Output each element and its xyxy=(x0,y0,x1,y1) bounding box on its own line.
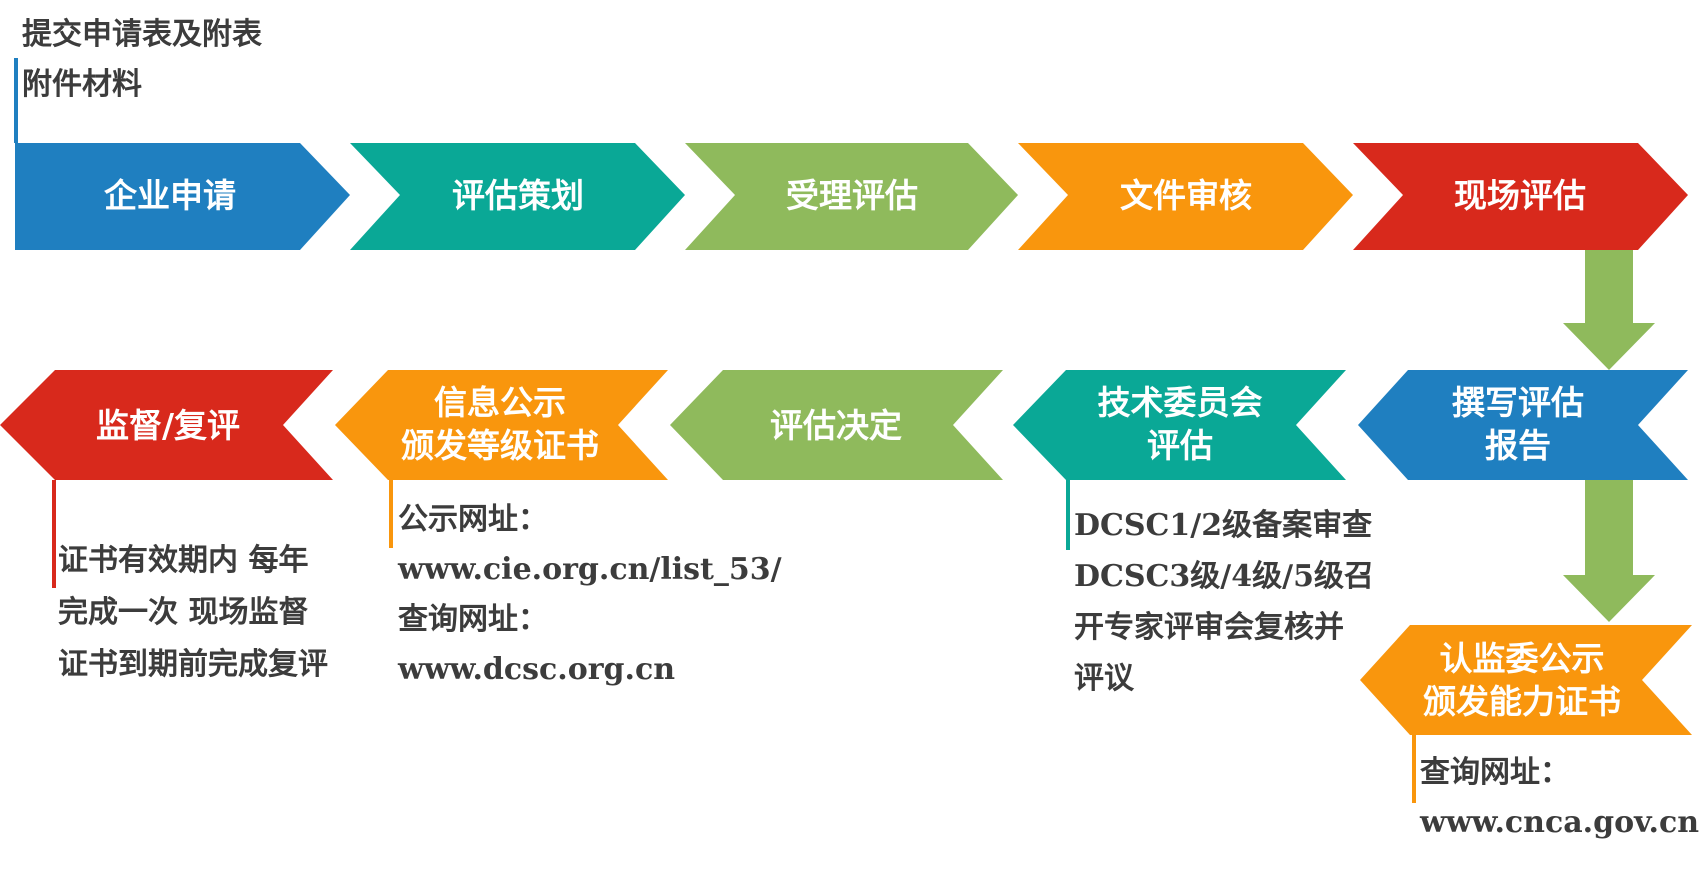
step-label: 认监委公示 xyxy=(1440,639,1605,678)
note-line: 查询网址： xyxy=(398,602,548,637)
note-line: 公示网址： xyxy=(398,502,548,537)
step-label: 评估 xyxy=(1147,426,1213,465)
step-technical-committee: 技术委员会 评估 xyxy=(1013,370,1346,480)
step-write-report: 撰写评估 报告 xyxy=(1358,370,1688,480)
step-arrow-shape xyxy=(1013,370,1346,480)
supervision-note: 证书有效期内 每年 完成一次 现场监督 证书到期前完成复评 xyxy=(58,535,328,691)
note-line: DCSC3级/4级/5级召 xyxy=(1074,559,1374,594)
cnca-note: 查询网址： www.cnca.gov.cn xyxy=(1420,748,1699,848)
note-line: 附件材料 xyxy=(22,67,142,102)
step-label: 企业申请 xyxy=(104,176,236,215)
step-arrow-shape xyxy=(685,143,1018,250)
note-line: www.cie.org.cn/list_53/ xyxy=(398,552,782,587)
committee-note-line xyxy=(1066,480,1070,550)
step-onsite-evaluation: 现场评估 xyxy=(1353,143,1688,250)
cnca-note-line xyxy=(1412,735,1416,803)
step-label: 撰写评估 xyxy=(1452,383,1584,422)
top-note-line xyxy=(14,58,18,143)
step-arrow-shape xyxy=(350,143,685,250)
note-line: DCSC1/2级备案审查 xyxy=(1074,508,1373,543)
note-line: www.cnca.gov.cn xyxy=(1420,805,1700,840)
step-arrow-shape xyxy=(1360,625,1692,735)
down-arrow-connector xyxy=(1563,250,1655,370)
step-label: 评估决定 xyxy=(770,406,902,445)
step-label: 信息公示 xyxy=(434,383,566,422)
step-label: 现场评估 xyxy=(1454,176,1586,215)
step-label: 颁发能力证书 xyxy=(1423,682,1621,721)
step-supervision-review: 监督/复评 xyxy=(0,370,333,480)
supervision-note-line xyxy=(52,480,56,588)
step-document-review: 文件审核 xyxy=(1018,143,1353,250)
step-arrow-shape xyxy=(15,143,350,250)
step-label: 受理评估 xyxy=(786,176,918,215)
publicity-note: 公示网址： www.cie.org.cn/list_53/ 查询网址： www.… xyxy=(398,495,782,695)
step-evaluation-planning: 评估策划 xyxy=(350,143,685,250)
step-arrow-shape xyxy=(335,370,668,480)
note-line: 证书有效期内 每年 xyxy=(58,543,309,578)
step-arrow-shape xyxy=(1353,143,1688,250)
step-evaluation-decision: 评估决定 xyxy=(670,370,1003,480)
note-line: 提交申请表及附表 xyxy=(22,17,262,52)
step-label: 颁发等级证书 xyxy=(401,426,599,465)
down-arrow-connector xyxy=(1563,480,1655,622)
step-arrow-shape xyxy=(670,370,1003,480)
note-line: 开专家评审会复核并 xyxy=(1074,610,1344,645)
step-arrow-shape xyxy=(0,370,333,480)
step-arrow-shape xyxy=(1018,143,1353,250)
step-arrow-shape xyxy=(1358,370,1688,480)
step-cnca-publicity: 认监委公示 颁发能力证书 xyxy=(1360,625,1692,735)
note-line: 完成一次 现场监督 xyxy=(58,595,309,630)
publicity-note-line xyxy=(389,480,393,548)
step-label: 文件审核 xyxy=(1120,176,1252,215)
step-acceptance-evaluation: 受理评估 xyxy=(685,143,1018,250)
step-publicity-certificate: 信息公示 颁发等级证书 xyxy=(335,370,668,480)
committee-note: DCSC1/2级备案审查 DCSC3级/4级/5级召 开专家评审会复核并 评议 xyxy=(1074,500,1374,704)
note-line: 查询网址： xyxy=(1420,755,1570,790)
step-label: 评估策划 xyxy=(452,176,584,215)
note-line: www.dcsc.org.cn xyxy=(398,652,676,687)
note-line: 证书到期前完成复评 xyxy=(58,647,328,682)
step-label: 报告 xyxy=(1485,426,1551,465)
step-label: 技术委员会 xyxy=(1098,383,1263,422)
step-label: 监督/复评 xyxy=(96,406,240,445)
step-enterprise-application: 企业申请 xyxy=(15,143,350,250)
top-note: 提交申请表及附表 附件材料 xyxy=(22,10,262,110)
note-line: 评议 xyxy=(1074,661,1134,696)
